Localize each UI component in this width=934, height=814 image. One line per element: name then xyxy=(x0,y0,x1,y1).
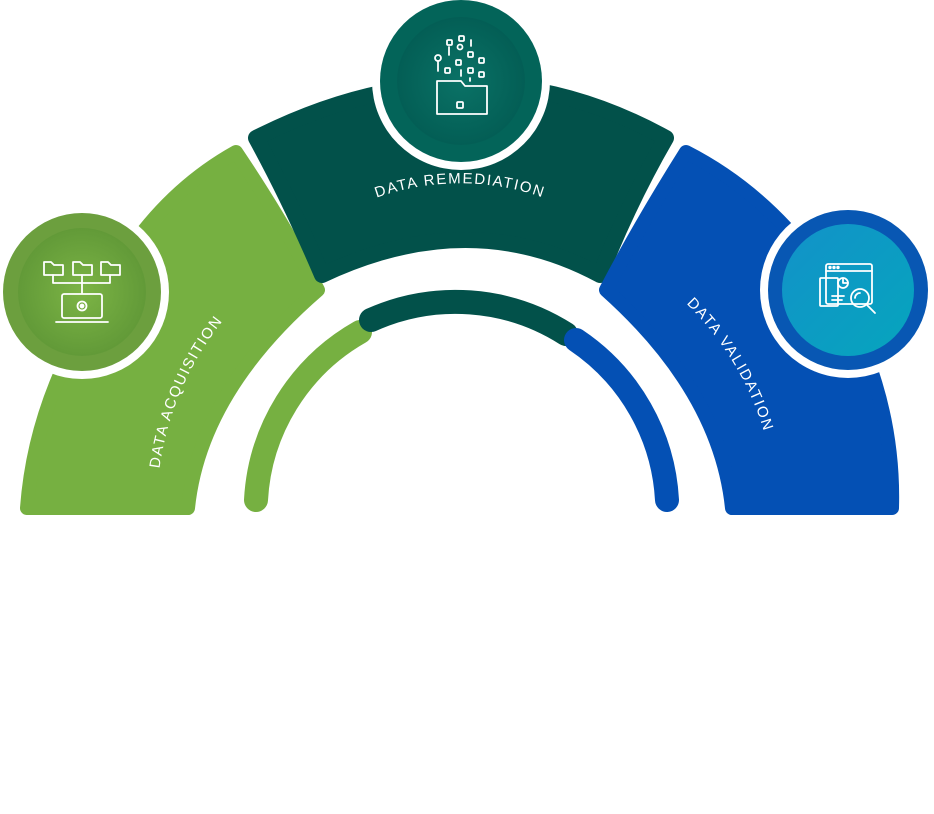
inner-arc-remediation xyxy=(359,289,578,346)
inner-arc-acquisition xyxy=(244,320,372,512)
report-magnifier-icon xyxy=(819,263,876,314)
badge-data-remediation xyxy=(372,0,550,170)
badge-data-validation xyxy=(760,202,934,378)
folder-network-laptop-gear-icon xyxy=(43,261,121,323)
badge-data-acquisition xyxy=(0,205,169,379)
inner-arc-validation xyxy=(564,328,679,512)
folder-data-bits-icon xyxy=(434,35,488,115)
